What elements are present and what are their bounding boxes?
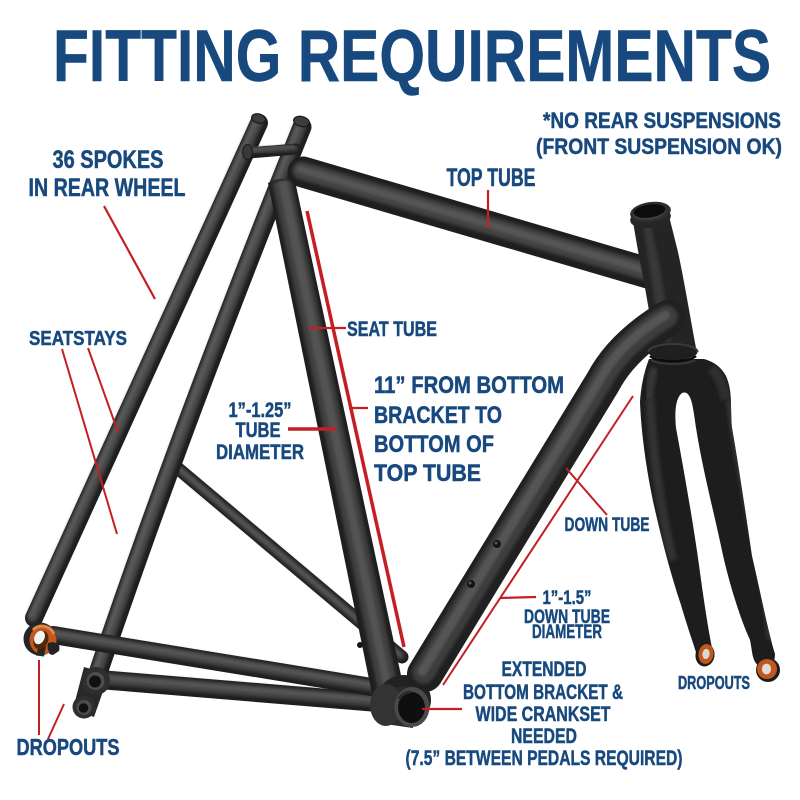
svg-text:BOTTOM OF: BOTTOM OF [374,431,494,458]
svg-text:TOP TUBE: TOP TUBE [374,460,481,487]
svg-text:EXTENDED: EXTENDED [502,658,587,681]
svg-text:IN REAR WHEEL: IN REAR WHEEL [29,174,186,202]
svg-text:11” FROM BOTTOM: 11” FROM BOTTOM [374,372,564,399]
svg-text:SEAT TUBE: SEAT TUBE [347,318,437,341]
svg-text:SEATSTAYS: SEATSTAYS [29,328,127,350]
svg-text:BOTTOM BRACKET &: BOTTOM BRACKET & [463,681,623,704]
svg-text:DROPOUTS: DROPOUTS [17,734,120,760]
svg-text:BRACKET TO: BRACKET TO [374,402,502,429]
svg-text:NEEDED: NEEDED [511,725,577,748]
svg-text:36 SPOKES: 36 SPOKES [53,146,164,174]
svg-text:FITTING REQUIREMENTS: FITTING REQUIREMENTS [53,16,771,97]
svg-text:WIDE CRANKSET: WIDE CRANKSET [476,703,611,726]
svg-text:DIAMETER: DIAMETER [216,441,304,464]
svg-text:TUBE: TUBE [236,419,281,442]
svg-text:(FRONT SUSPENSION OK): (FRONT SUSPENSION OK) [536,134,782,159]
svg-text:(7.5” BETWEEN PEDALS REQUIRED): (7.5” BETWEEN PEDALS REQUIRED) [406,746,683,770]
svg-text:DOWN TUBE: DOWN TUBE [524,606,610,628]
svg-text:*NO REAR SUSPENSIONS: *NO REAR SUSPENSIONS [543,108,781,133]
svg-text:DOWN TUBE: DOWN TUBE [565,514,650,536]
svg-text:TOP TUBE: TOP TUBE [447,164,536,192]
svg-text:1”-1.25”: 1”-1.25” [229,399,292,422]
svg-text:DROPOUTS: DROPOUTS [678,673,750,693]
svg-text:1”-1.5”: 1”-1.5” [543,587,592,609]
svg-text:DIAMETER: DIAMETER [532,621,602,643]
